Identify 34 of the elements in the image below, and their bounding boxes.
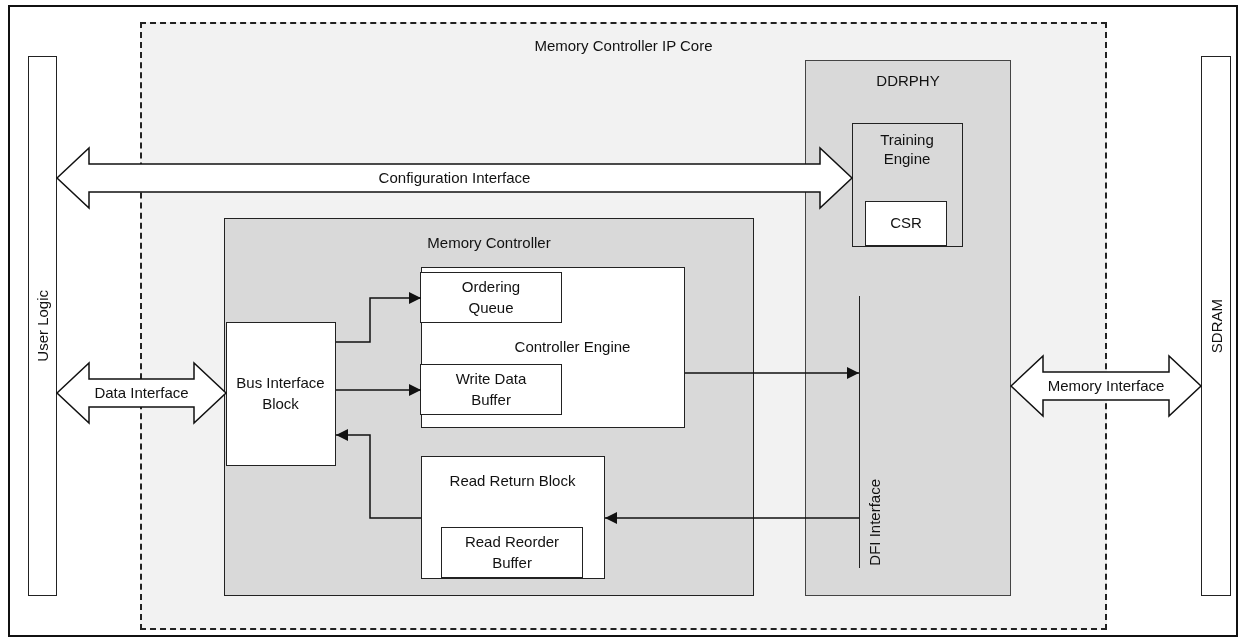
arrow — [604, 512, 860, 524]
block-label: Ordering Queue — [460, 277, 522, 318]
block-label: Bus Interface Block — [235, 373, 326, 414]
arrow — [335, 384, 422, 396]
block-box — [420, 272, 562, 323]
block-box — [851, 122, 963, 247]
block-label: CSR — [890, 213, 922, 234]
block-box — [420, 266, 685, 428]
block-label: DFI Interface — [865, 478, 883, 566]
block-label: DDRPHY — [876, 71, 940, 91]
edge-label: Configuration Interface — [376, 169, 533, 187]
block-box — [420, 364, 562, 415]
block-label: Read Return Block — [449, 470, 576, 490]
block-box — [420, 455, 605, 579]
double-block-arrow — [55, 146, 854, 210]
block-bar — [28, 56, 57, 596]
block-label: Write Data Buffer — [454, 369, 528, 410]
edge-label: Memory Interface — [1045, 377, 1167, 395]
block-label: Read Reorder Buffer — [463, 532, 561, 573]
block-bar — [1201, 56, 1231, 596]
block-box — [224, 218, 754, 596]
block-label: SDRAM — [1207, 298, 1225, 354]
block-label: Controller Engine — [514, 336, 631, 356]
block-box — [441, 527, 583, 578]
block-label: Training Engine — [879, 129, 935, 169]
block-box — [865, 201, 947, 246]
arrow — [335, 292, 422, 343]
block-box — [225, 321, 336, 466]
block-label: Memory Controller IP Core — [534, 36, 713, 56]
arrow — [335, 429, 422, 519]
block-label: Memory Controller — [427, 233, 551, 253]
arrow — [684, 367, 860, 379]
block-box — [805, 60, 1011, 596]
block-label: User Logic — [34, 290, 51, 362]
